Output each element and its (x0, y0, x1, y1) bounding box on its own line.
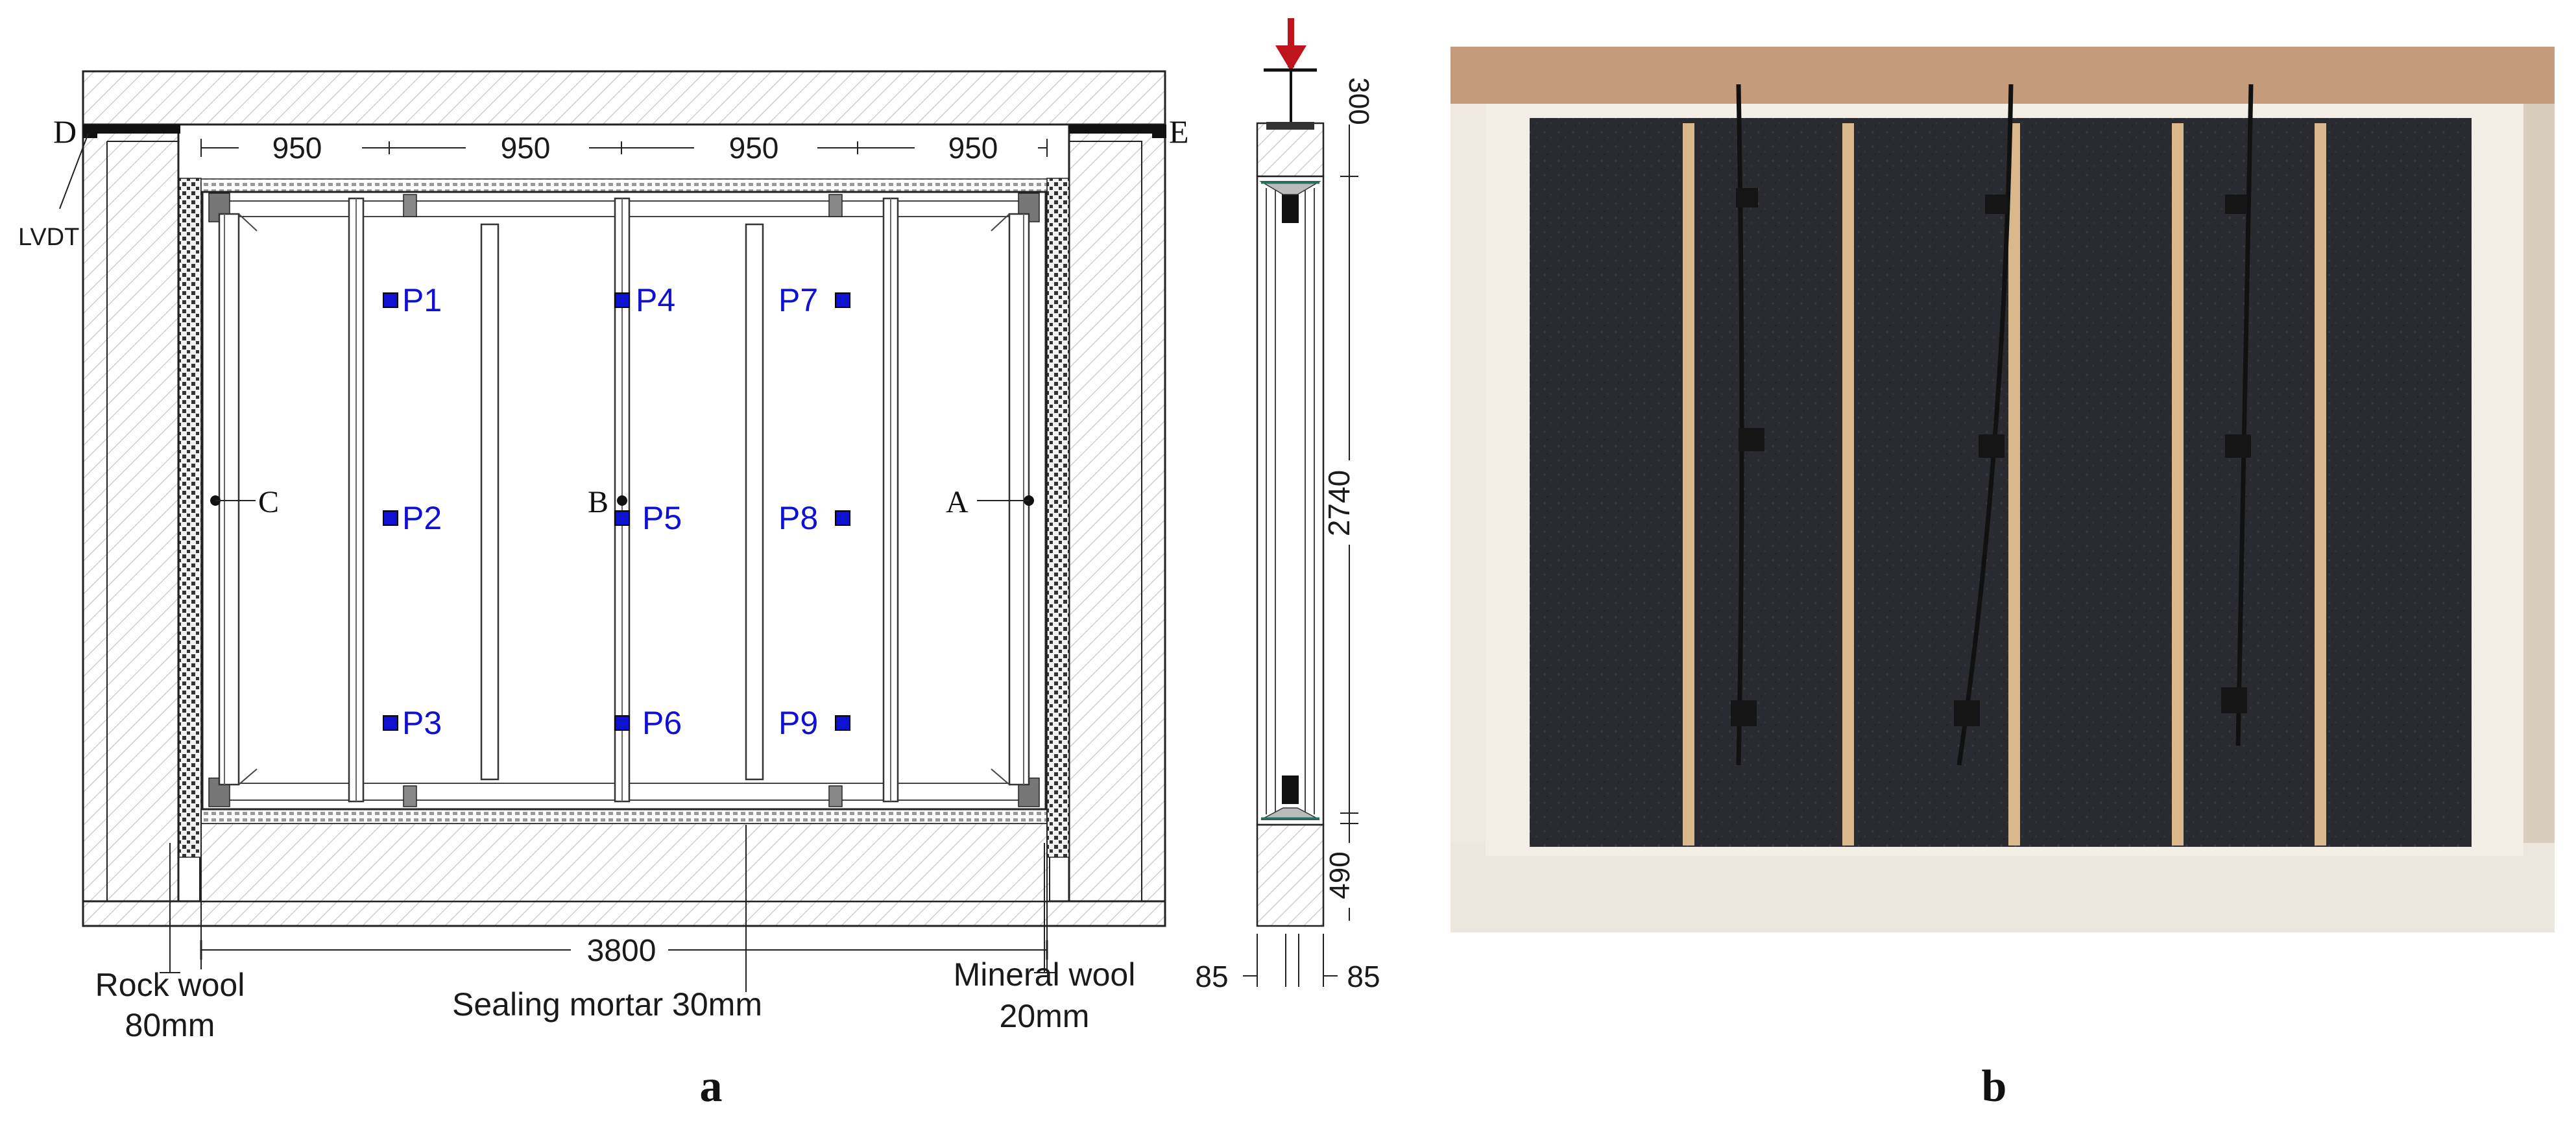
lvdt-bar-right (1069, 124, 1166, 134)
mineral-wool-thickness: 20mm (1000, 998, 1090, 1034)
caption-a: a (700, 1061, 723, 1111)
rock-wool-label: Rock wool (95, 967, 245, 1003)
dimension-total-width: 3800 (587, 934, 656, 968)
measure-point-p4: P4 (614, 282, 675, 318)
svg-text:P6: P6 (642, 705, 682, 741)
measure-point-p3: P3 (383, 705, 442, 741)
wood-stud-1 (1683, 123, 1694, 846)
sealing-mortar-top (200, 178, 1048, 193)
dimension-side-left: 85 (1195, 960, 1228, 993)
measure-point-p9: P9 (778, 705, 850, 741)
point-c-label: C (258, 485, 279, 519)
measure-point-p8: P8 (778, 500, 850, 536)
point-e-label: E (1169, 113, 1189, 150)
top-beam (82, 70, 1166, 126)
mineral-wool-label: Mineral wool (954, 956, 1136, 993)
right-pillar (1068, 123, 1166, 903)
elevation-drawing: 950 950 950 950 D E LVDT C B A P1 P2 P3 … (18, 70, 1189, 1043)
dimension-height: 2740 (1322, 470, 1356, 536)
svg-text:P9: P9 (778, 705, 818, 741)
dimension-span-1: 950 (272, 131, 322, 165)
sealing-mortar-label: Sealing mortar 30mm (452, 986, 762, 1023)
measure-point-p2: P2 (383, 500, 442, 536)
left-pillar (82, 123, 180, 903)
measure-point-p6: P6 (614, 705, 682, 741)
measure-point-p7: P7 (778, 282, 850, 318)
svg-text:P7: P7 (778, 282, 818, 318)
bottom-slab (82, 900, 1166, 927)
dimension-span-2: 950 (501, 131, 551, 165)
photo-panel (1451, 47, 2555, 932)
svg-text:P5: P5 (642, 500, 682, 536)
rock-wool-right (1046, 178, 1070, 858)
wood-stud-5 (2315, 123, 2326, 846)
svg-text:P8: P8 (778, 500, 818, 536)
dimension-top: 300 (1343, 77, 1375, 124)
point-a-label: A (946, 485, 969, 519)
dimension-span-3: 950 (729, 131, 779, 165)
svg-text:P4: P4 (636, 282, 675, 318)
rock-wool-thickness: 80mm (125, 1007, 215, 1043)
dimension-bottom: 490 (1324, 851, 1356, 899)
point-b-label: B (588, 485, 608, 519)
svg-text:P3: P3 (402, 705, 442, 741)
section-drawing: 300 2740 490 85 85 (1195, 18, 1380, 993)
lvdt-bar-left (83, 124, 180, 134)
measure-point-p5: P5 (614, 500, 682, 536)
lvdt-label: LVDT (18, 224, 79, 251)
insulation-board (1530, 118, 2472, 847)
wood-stud-2 (1842, 123, 1854, 846)
rock-wool-left (178, 178, 202, 858)
wood-stud-4 (2172, 123, 2184, 846)
measure-point-p1: P1 (383, 282, 442, 318)
dimension-span-4: 950 (948, 131, 998, 165)
point-d-label: D (53, 113, 77, 150)
wood-stud-3 (2008, 123, 2020, 846)
dimension-side-right: 85 (1347, 960, 1380, 993)
caption-b: b (1982, 1061, 2007, 1111)
svg-text:P1: P1 (402, 282, 442, 318)
sealing-mortar-bottom (200, 809, 1048, 824)
svg-text:P2: P2 (402, 500, 442, 536)
